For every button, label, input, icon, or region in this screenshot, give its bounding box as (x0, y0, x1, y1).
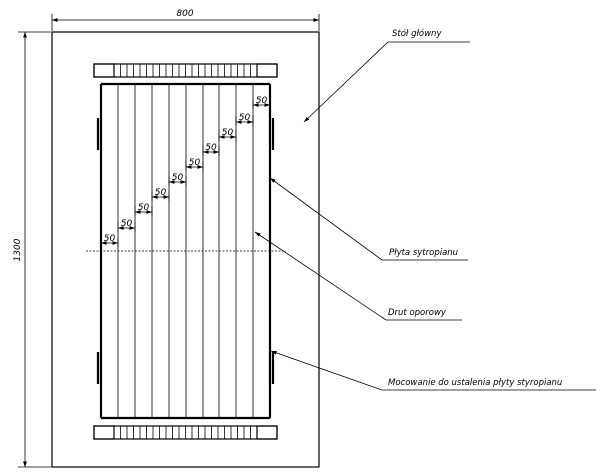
height-dimension-label: 1300 (13, 238, 23, 261)
leader-main-table: Stół główny (303, 28, 470, 123)
spacing-dimension-label: 50 (138, 203, 150, 213)
width-dimension: 800 (51, 9, 320, 31)
spacing-dimension-label: 50 (256, 96, 268, 106)
main-table-outline (51, 31, 320, 468)
label-resistance-wire: Drut oporowy (388, 308, 447, 318)
label-main-table: Stół główny (392, 28, 442, 39)
rail-end-block (93, 63, 115, 78)
spacing-dimension-label: 50 (189, 158, 201, 168)
rail-end-block (256, 425, 278, 440)
spacing-dimension-label: 50 (121, 219, 133, 229)
leader-mounting: Mocowanie do ustalenia płyty styropianu (270, 350, 596, 391)
spacing-dimension-label: 50 (104, 234, 116, 244)
rail-end-block (93, 425, 115, 440)
top-mounting-rail (93, 63, 278, 78)
width-dimension-label: 800 (176, 9, 193, 19)
spacing-dimension-label: 50 (155, 188, 167, 198)
spacing-dimension-label: 50 (172, 173, 184, 183)
label-mounting: Mocowanie do ustalenia płyty styropianu (388, 378, 562, 388)
label-styrofoam-board: Płyta sytropianu (389, 248, 458, 258)
bottom-mounting-rail (93, 425, 278, 440)
leader-styrofoam: Płyta sytropianu (269, 177, 468, 261)
spacing-dimension-label: 50 (205, 143, 217, 153)
height-dimension: 1300 (13, 31, 51, 468)
wire-spacing-dimensions: 50 50 50 50 50 50 50 50 50 50 (100, 96, 271, 247)
rail-end-block (256, 63, 278, 78)
leader-wire: Drut oporowy (254, 231, 462, 321)
spacing-dimension-label: 50 (239, 113, 251, 123)
spacing-dimension-label: 50 (222, 128, 234, 138)
